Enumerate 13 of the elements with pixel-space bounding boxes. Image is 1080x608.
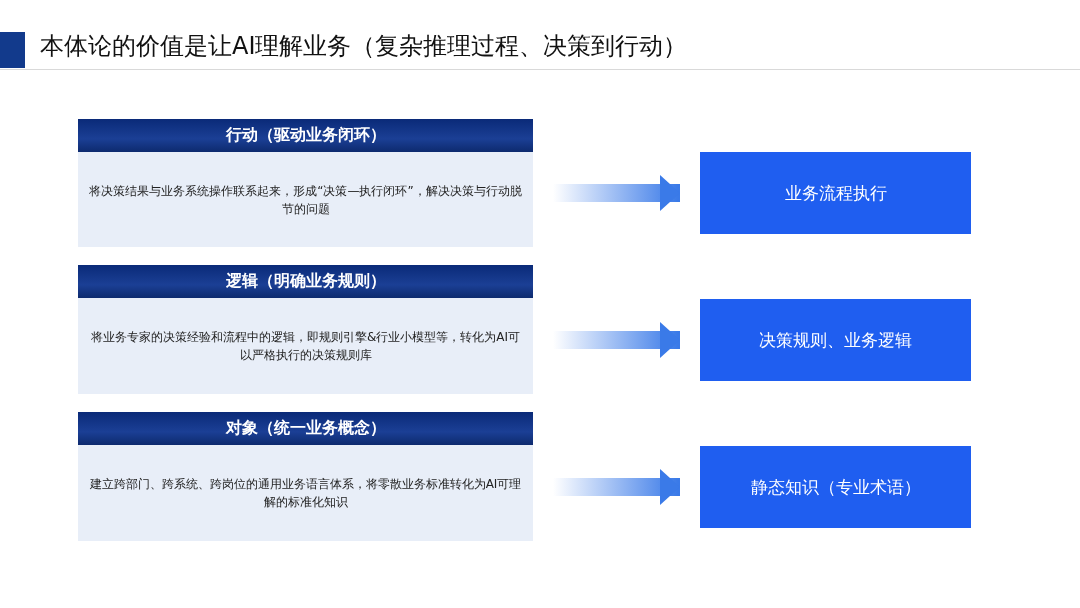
result-box: 决策规则、业务逻辑 xyxy=(700,299,971,381)
card-text: 将决策结果与业务系统操作联系起来，形成“决策—执行闭环”，解决决策与行动脱节的问题 xyxy=(88,182,523,218)
card-heading: 逻辑（明确业务规则） xyxy=(78,265,533,298)
result-box: 静态知识（专业术语） xyxy=(700,446,971,528)
card-text: 将业务专家的决策经验和流程中的逻辑，即规则引擎&行业小模型等，转化为AI可以严格执行的决策规则库 xyxy=(89,329,522,364)
title: 本体论的价值是让AI理解业务（复杂推理过程、决策到行动） xyxy=(40,31,688,62)
card-panel xyxy=(78,412,533,541)
card-heading: 对象（统一业务概念） xyxy=(78,412,533,445)
card-panel xyxy=(78,119,533,247)
card-heading: 行动（驱动业务闭环） xyxy=(78,119,533,152)
card-panel xyxy=(78,265,533,394)
card-text: 建立跨部门、跨系统、跨岗位的通用业务语言体系，将零散业务标准转化为AI可理解的标准化知识 xyxy=(88,476,523,511)
result-box: 业务流程执行 xyxy=(700,152,971,234)
